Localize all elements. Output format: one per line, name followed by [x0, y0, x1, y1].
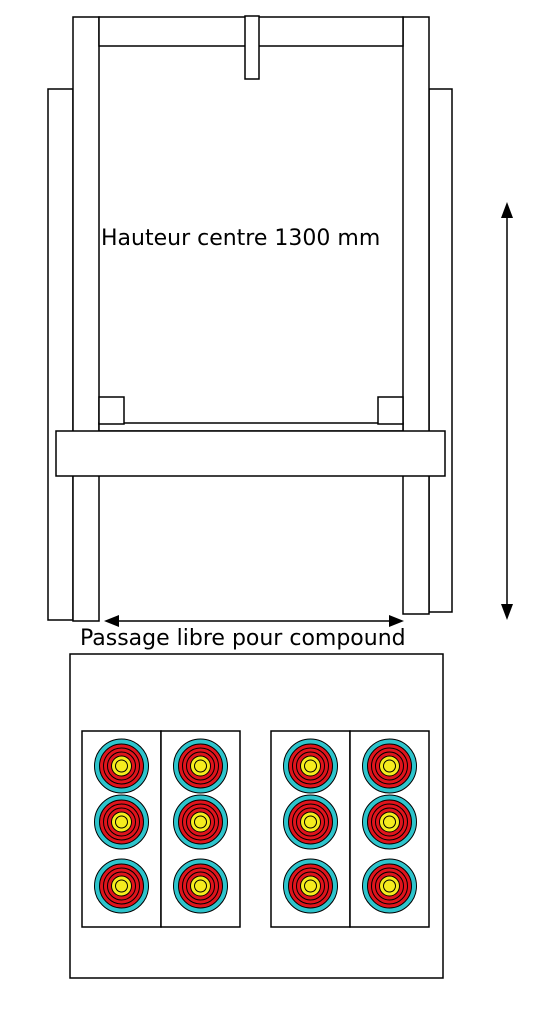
top-center-bracket	[244, 15, 260, 80]
target-face	[283, 858, 338, 914]
target-face	[173, 738, 228, 794]
height-arrow	[501, 202, 513, 620]
right-upright	[402, 16, 430, 615]
target-face	[283, 738, 338, 794]
target-face	[173, 794, 228, 850]
crossbar	[55, 430, 446, 477]
passage-arrow	[104, 615, 404, 627]
target-face	[173, 858, 228, 914]
left-corner-block	[98, 396, 125, 425]
passage-label: Passage libre pour compound	[80, 626, 406, 651]
inner-rail	[98, 422, 404, 432]
target-face	[362, 794, 417, 850]
target-face	[94, 794, 149, 850]
target-face	[283, 794, 338, 850]
right-corner-block	[377, 396, 404, 425]
right-outer-post	[428, 88, 453, 613]
target-face	[94, 858, 149, 914]
target-face	[94, 738, 149, 794]
height-label: Hauteur centre 1300 mm	[101, 226, 380, 251]
target-face	[362, 738, 417, 794]
left-outer-post	[47, 88, 74, 621]
left-upright	[72, 16, 100, 622]
target-face	[362, 858, 417, 914]
